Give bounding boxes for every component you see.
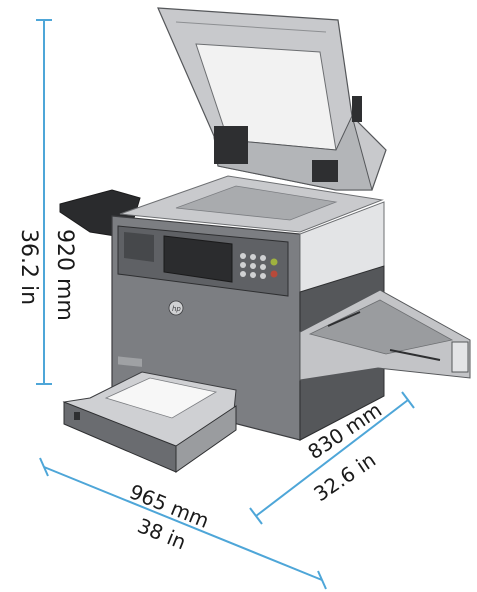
- width-dimension-line: [43, 466, 323, 581]
- lid-hinge-left: [214, 126, 248, 164]
- lid-hinge-right: [312, 160, 338, 182]
- right-door-open: [299, 265, 471, 441]
- model-label: [118, 356, 142, 367]
- hp-logo-icon: hp: [168, 300, 184, 316]
- depth-dimension-line: [255, 399, 409, 517]
- height-metric-label: 920 mm: [52, 229, 77, 321]
- touchscreen: [163, 235, 233, 283]
- paper-tray: [62, 371, 237, 473]
- scanner-lid: [157, 7, 387, 191]
- printer-illustration: hp: [59, 7, 471, 473]
- svg-text:hp: hp: [172, 305, 181, 313]
- height-imperial-label: 36.2 in: [16, 229, 41, 305]
- paper-stack: [104, 377, 218, 419]
- control-panel: [117, 225, 289, 297]
- lid-handle: [352, 96, 362, 122]
- keypad: [240, 253, 278, 279]
- dimension-lines: [36, 19, 415, 590]
